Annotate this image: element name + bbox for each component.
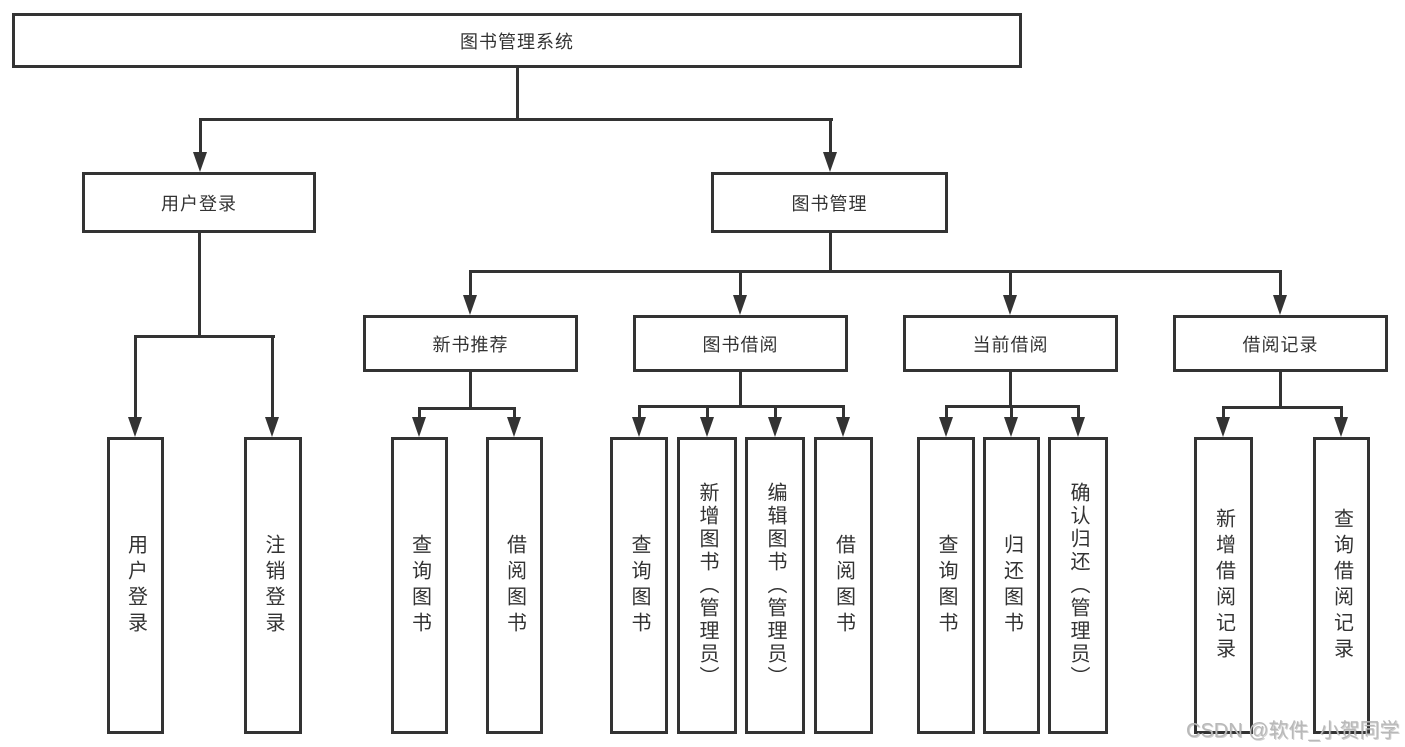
arrow-down-icon bbox=[507, 417, 521, 437]
node-new-book-recommend: 新书推荐 bbox=[363, 315, 578, 372]
connector-line bbox=[1279, 270, 1282, 300]
leaf-query-book: 查询图书 bbox=[610, 437, 668, 734]
arrow-down-icon bbox=[1334, 417, 1348, 437]
leaf-query-borrow-record-label: 查询借阅记录 bbox=[1330, 507, 1353, 664]
connector-line bbox=[638, 405, 845, 408]
connector-line bbox=[1009, 372, 1012, 408]
leaf-borrow-book-label: 借阅图书 bbox=[832, 533, 855, 638]
arrow-down-icon bbox=[733, 295, 747, 315]
node-book-borrow-label: 图书借阅 bbox=[702, 334, 779, 355]
leaf-borrow-book-recommend: 借阅图书 bbox=[486, 437, 543, 734]
leaf-query-book-current: 查询图书 bbox=[917, 437, 975, 734]
connector-line bbox=[134, 335, 137, 422]
leaf-query-book-current-label: 查询图书 bbox=[935, 533, 957, 638]
connector-line bbox=[774, 405, 777, 419]
node-book-borrow: 图书借阅 bbox=[633, 315, 848, 372]
leaf-query-borrow-record: 查询借阅记录 bbox=[1313, 437, 1370, 734]
leaf-add-book-admin: 新增图书（管理员） bbox=[677, 437, 737, 734]
node-new-book-recommend-label: 新书推荐 bbox=[432, 334, 509, 355]
arrow-down-icon bbox=[128, 417, 142, 437]
connector-line bbox=[739, 270, 742, 300]
connector-line bbox=[469, 270, 472, 300]
leaf-user-login-label: 用户登录 bbox=[124, 533, 147, 638]
leaf-borrow-book-recommend-label: 借阅图书 bbox=[503, 533, 526, 638]
node-root: 图书管理系统 bbox=[12, 13, 1022, 68]
arrow-down-icon bbox=[463, 295, 477, 315]
leaf-edit-book-admin: 编辑图书（管理员） bbox=[745, 437, 805, 734]
node-user-login-label: 用户登录 bbox=[161, 193, 237, 214]
arrow-down-icon bbox=[700, 417, 714, 437]
node-user-login: 用户登录 bbox=[82, 172, 316, 233]
connector-line bbox=[469, 372, 472, 410]
connector-line bbox=[638, 405, 641, 419]
arrow-down-icon bbox=[1273, 295, 1287, 315]
connector-line bbox=[1222, 406, 1343, 409]
arrow-down-icon bbox=[1003, 295, 1017, 315]
leaf-logout: 注销登录 bbox=[244, 437, 302, 734]
node-root-label: 图书管理系统 bbox=[460, 31, 574, 52]
connector-line bbox=[1222, 406, 1225, 419]
node-current-borrow: 当前借阅 bbox=[903, 315, 1118, 372]
arrow-down-icon bbox=[823, 152, 837, 172]
arrow-down-icon bbox=[632, 417, 646, 437]
connector-line bbox=[199, 118, 202, 156]
connector-line bbox=[739, 372, 742, 408]
arrow-down-icon bbox=[768, 417, 782, 437]
connector-line bbox=[1077, 405, 1080, 419]
connector-line bbox=[513, 407, 516, 421]
leaf-user-login: 用户登录 bbox=[107, 437, 164, 734]
arrow-down-icon bbox=[412, 417, 426, 437]
connector-line bbox=[829, 233, 832, 273]
leaf-query-book-recommend-label: 查询图书 bbox=[408, 533, 431, 638]
node-book-management: 图书管理 bbox=[711, 172, 948, 233]
connector-line bbox=[829, 118, 832, 156]
arrow-down-icon bbox=[1216, 417, 1230, 437]
arrow-down-icon bbox=[836, 417, 850, 437]
leaf-return-book: 归还图书 bbox=[983, 437, 1040, 734]
node-borrow-record: 借阅记录 bbox=[1173, 315, 1388, 372]
connector-line bbox=[516, 68, 519, 118]
connector-line bbox=[945, 405, 948, 419]
leaf-query-book-recommend: 查询图书 bbox=[391, 437, 448, 734]
connector-line bbox=[1340, 406, 1343, 419]
leaf-borrow-book: 借阅图书 bbox=[814, 437, 873, 734]
connector-line bbox=[418, 407, 516, 410]
leaf-return-book-label: 归还图书 bbox=[1000, 533, 1023, 638]
leaf-add-borrow-record-label: 新增借阅记录 bbox=[1212, 507, 1235, 664]
leaf-query-book-label: 查询图书 bbox=[628, 533, 650, 638]
leaf-add-book-admin-label: 新增图书（管理员） bbox=[696, 482, 718, 689]
connector-line bbox=[1279, 372, 1282, 409]
connector-line bbox=[469, 270, 1282, 273]
leaf-confirm-return-admin-label: 确认归还（管理员） bbox=[1067, 482, 1089, 689]
connector-line bbox=[706, 405, 709, 419]
node-borrow-record-label: 借阅记录 bbox=[1242, 334, 1319, 355]
leaf-add-borrow-record: 新增借阅记录 bbox=[1194, 437, 1253, 734]
node-current-borrow-label: 当前借阅 bbox=[972, 334, 1049, 355]
arrow-down-icon bbox=[265, 417, 279, 437]
connector-line bbox=[1009, 270, 1012, 300]
node-book-management-label: 图书管理 bbox=[791, 193, 868, 214]
connector-line bbox=[199, 118, 833, 121]
connector-line bbox=[842, 405, 845, 419]
watermark: CSDN @软件_小贺同学 bbox=[1186, 720, 1400, 742]
connector-line bbox=[1010, 405, 1013, 419]
connector-line bbox=[271, 335, 274, 422]
leaf-logout-label: 注销登录 bbox=[262, 533, 284, 638]
leaf-confirm-return-admin: 确认归还（管理员） bbox=[1048, 437, 1108, 734]
arrow-down-icon bbox=[1071, 417, 1085, 437]
leaf-edit-book-admin-label: 编辑图书（管理员） bbox=[764, 482, 786, 689]
arrow-down-icon bbox=[939, 417, 953, 437]
connector-line bbox=[134, 335, 275, 338]
arrow-down-icon bbox=[193, 152, 207, 172]
connector-line bbox=[418, 407, 421, 421]
arrow-down-icon bbox=[1004, 417, 1018, 437]
connector-line bbox=[198, 233, 201, 338]
